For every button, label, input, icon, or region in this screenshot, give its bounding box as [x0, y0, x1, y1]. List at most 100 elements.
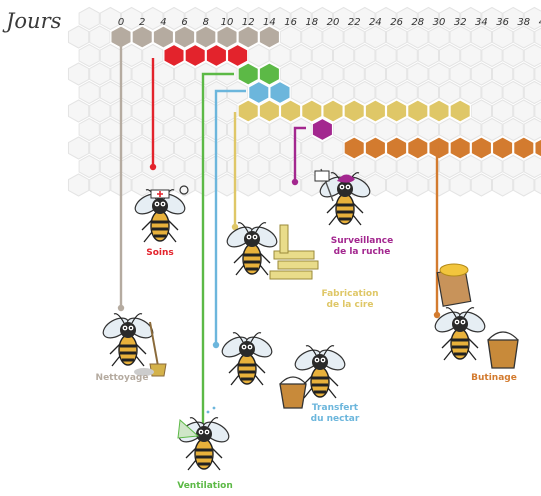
background-hex: [534, 27, 541, 47]
background-hex: [163, 80, 185, 105]
background-hex: [481, 80, 503, 105]
leader-dot-cire: [231, 223, 239, 231]
background-hex: [226, 154, 249, 179]
leader-dot-transfert: [212, 341, 220, 349]
background-hex: [152, 136, 175, 160]
background-hex: [396, 6, 418, 31]
task-label-line: Fabrication: [321, 289, 378, 299]
background-hex: [470, 25, 493, 49]
background-hex: [279, 136, 302, 160]
background-hex: [279, 62, 302, 86]
background-hex: [67, 173, 90, 197]
background-hex: [195, 136, 217, 160]
background-hex: [491, 62, 514, 86]
task-cell-butinage: [513, 136, 535, 160]
leader-line-surveillance: [293, 126, 306, 180]
day-axis-ticks: 024681012141618202224262830323436384042: [118, 17, 541, 28]
background-hex: [99, 154, 122, 179]
background-hex: [301, 25, 323, 49]
leader-dot-soins: [149, 163, 157, 171]
background-hex: [290, 80, 312, 105]
background-hex: [385, 62, 408, 86]
leader-line-ventilation: [201, 72, 234, 458]
background-hex: [470, 173, 493, 197]
leader-dot-surveillance: [291, 178, 299, 186]
day-tick: 6: [181, 17, 187, 28]
background-hex: [78, 80, 100, 105]
background-hex: [513, 173, 535, 197]
task-cell-butinage: [364, 136, 387, 160]
background-hex: [184, 154, 206, 179]
background-hex: [460, 80, 482, 105]
background-hex: [184, 117, 206, 142]
task-cell-butinage: [407, 136, 429, 160]
day-tick: 40: [539, 17, 541, 28]
background-hex: [173, 136, 196, 160]
task-cell-nettoyage: [173, 25, 196, 49]
background-hex: [78, 117, 100, 142]
background-hex: [173, 173, 196, 197]
background-hex: [78, 154, 100, 179]
background-hex: [311, 43, 334, 68]
background-hex: [89, 173, 111, 197]
background-hex: [131, 173, 153, 197]
background-hex: [237, 136, 259, 160]
task-cell-cire: [237, 99, 259, 123]
background-hex: [491, 173, 514, 197]
background-hex: [131, 99, 153, 123]
background-hex: [343, 62, 365, 86]
task-cell-nettoyage: [258, 25, 281, 49]
background-hex: [173, 62, 196, 86]
background-hex: [438, 80, 461, 105]
background-hex: [417, 6, 440, 31]
background-hex: [173, 99, 196, 123]
background-hex: [67, 25, 90, 49]
task-label-line: Surveillance: [331, 236, 393, 246]
task-cell-nettoyage: [195, 25, 217, 49]
background-hex: [131, 136, 153, 160]
background-hex: [99, 6, 122, 31]
day-tick: 8: [203, 17, 209, 28]
task-cell-nettoyage: [237, 25, 259, 49]
day-tick: 26: [390, 17, 403, 28]
day-tick: 36: [496, 17, 509, 28]
task-label-line: de la cire: [327, 300, 374, 310]
background-hex: [438, 117, 461, 142]
background-hex: [481, 154, 503, 179]
background-hex: [407, 62, 429, 86]
task-cell-butinage: [428, 136, 450, 160]
nectar-bee-icon: [221, 332, 273, 386]
background-hex: [248, 154, 270, 179]
day-tick: 4: [160, 17, 166, 28]
background-hex: [311, 80, 334, 105]
background-hex: [67, 99, 90, 123]
task-cell-cire: [343, 99, 365, 123]
background-hex: [89, 25, 111, 49]
background-hex: [428, 173, 450, 197]
background-hex: [301, 136, 323, 160]
background-hex: [449, 173, 471, 197]
background-hex: [523, 80, 541, 105]
day-tick: 0: [118, 17, 124, 28]
day-tick: 12: [242, 17, 255, 28]
day-tick: 14: [263, 17, 276, 28]
bee-illustrations: [102, 168, 519, 471]
background-hex: [89, 62, 111, 86]
background-hex: [269, 43, 291, 68]
task-cell-butinage: [449, 136, 471, 160]
background-hex: [470, 99, 493, 123]
background-hex: [375, 43, 397, 68]
background-hex: [269, 154, 291, 179]
background-hex: [279, 25, 302, 49]
background-hex: [407, 173, 429, 197]
background-hex: [131, 62, 153, 86]
task-cell-soins: [163, 43, 185, 68]
task-cell-ventilation: [237, 62, 259, 86]
background-hex: [481, 6, 503, 31]
background-hex: [152, 62, 175, 86]
background-hex: [120, 6, 143, 31]
background-hex: [184, 80, 206, 105]
nectar-bee-icon-2: [279, 345, 346, 409]
